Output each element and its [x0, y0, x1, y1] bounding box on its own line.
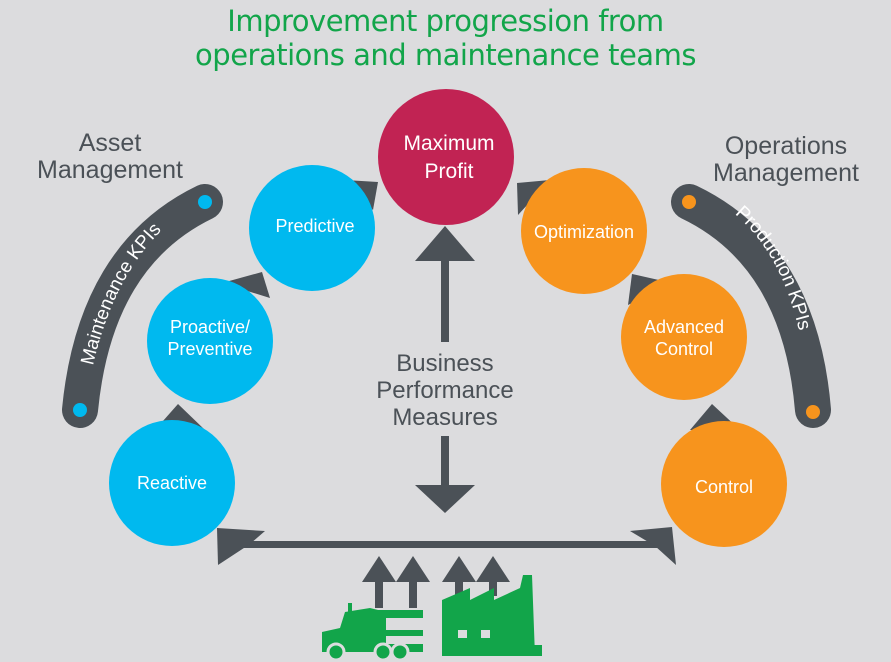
node-reactive[interactable]: Reactive [109, 420, 235, 546]
operations-management-line1: Operations [724, 132, 848, 160]
node-advanced-control-label-2: Control [655, 339, 713, 359]
center-arrows [415, 226, 475, 513]
center-label-line2: Performance [376, 377, 514, 404]
business-performance-measures-label: Business Performance Measures [330, 350, 560, 431]
node-maximum-profit-label-1: Maximum [403, 132, 494, 155]
down-arrow-shaft [441, 436, 449, 488]
input-arrow-3 [442, 556, 476, 598]
node-optimization-label: Optimization [534, 222, 634, 242]
node-proactive-label-1: Proactive/ [170, 317, 250, 337]
node-optimization[interactable]: Optimization [521, 168, 647, 294]
input-arrow-2 [396, 556, 430, 608]
asset-management-line2: Management [37, 156, 183, 184]
truck-icon [322, 603, 423, 662]
base-arrow-shaft [240, 541, 660, 548]
base-arrow-left-head [217, 528, 265, 565]
operations-management-heading: Operations Management [696, 133, 876, 187]
down-arrow-head [415, 485, 475, 513]
node-maximum-profit[interactable]: Maximum Profit [378, 89, 514, 225]
arc-endpoint-bottom-right [806, 405, 820, 419]
center-label-line3: Measures [392, 404, 498, 431]
node-predictive[interactable]: Predictive [249, 165, 375, 291]
up-arrow-head [415, 226, 475, 261]
title-line-1: Improvement progression from [227, 4, 664, 38]
node-predictive-label: Predictive [275, 216, 354, 236]
arc-endpoint-top-left [198, 195, 212, 209]
node-proactive-label-2: Preventive [167, 339, 252, 359]
base-arrow [217, 527, 676, 565]
arc-endpoint-top-right [682, 195, 696, 209]
node-maximum-profit-label-2: Profit [424, 160, 473, 183]
arc-endpoint-bottom-left [73, 403, 87, 417]
input-arrows [362, 556, 510, 608]
node-proactive[interactable]: Proactive/ Preventive [147, 278, 273, 404]
asset-management-line1: Asset [78, 129, 142, 157]
operations-management-line2: Management [713, 159, 859, 187]
asset-management-heading: Asset Management [20, 130, 200, 184]
connector-proactive-predictive [222, 272, 270, 298]
node-advanced-control[interactable]: Advanced Control [621, 274, 747, 400]
factory-icon [442, 575, 542, 656]
input-arrow-1 [362, 556, 396, 608]
node-reactive-label: Reactive [137, 473, 207, 493]
input-arrow-4 [476, 556, 510, 596]
node-advanced-control-label-1: Advanced [644, 317, 724, 337]
base-arrow-right-head [630, 527, 676, 565]
up-arrow-shaft [441, 260, 449, 342]
title-line-2: operations and maintenance teams [195, 38, 696, 72]
node-control[interactable]: Control [661, 421, 787, 547]
factory-window-2 [481, 630, 490, 638]
center-label-line1: Business [396, 350, 494, 377]
factory-window-1 [458, 630, 467, 638]
node-control-label: Control [695, 477, 753, 497]
